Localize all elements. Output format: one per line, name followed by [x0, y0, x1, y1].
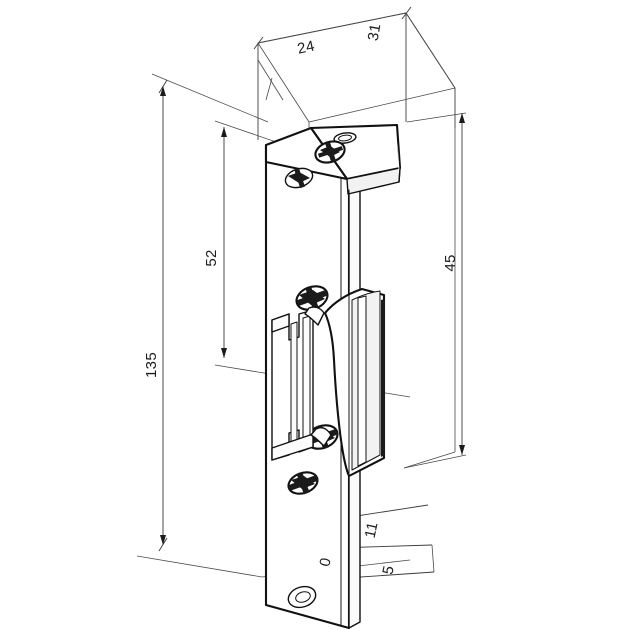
dim-bottom-left-mark: 0 [316, 556, 334, 568]
dim-left-outer-height: 135 [143, 352, 160, 378]
phillips-screw-upper-left [284, 167, 314, 189]
phillips-screw-bottom [287, 471, 319, 495]
faceplate-edges [265, 161, 350, 629]
dim-right-depth: 45 [442, 254, 459, 271]
dim-left-inner-height: 52 [203, 249, 220, 266]
dim-bottom-right-mark: 5 [379, 564, 397, 576]
latch-keeper [271, 287, 386, 478]
top-mounting-bracket [264, 123, 402, 195]
dim-top-right-width: 31 [365, 22, 385, 42]
dimension-labels: 24 31 135 52 45 11 0 5 [143, 22, 459, 576]
dim-bottom-offset: 11 [362, 520, 382, 539]
dim-top-left-depth: 24 [296, 37, 316, 57]
phillips-screw-top [314, 140, 346, 164]
mounting-hole-bottom [287, 585, 317, 609]
